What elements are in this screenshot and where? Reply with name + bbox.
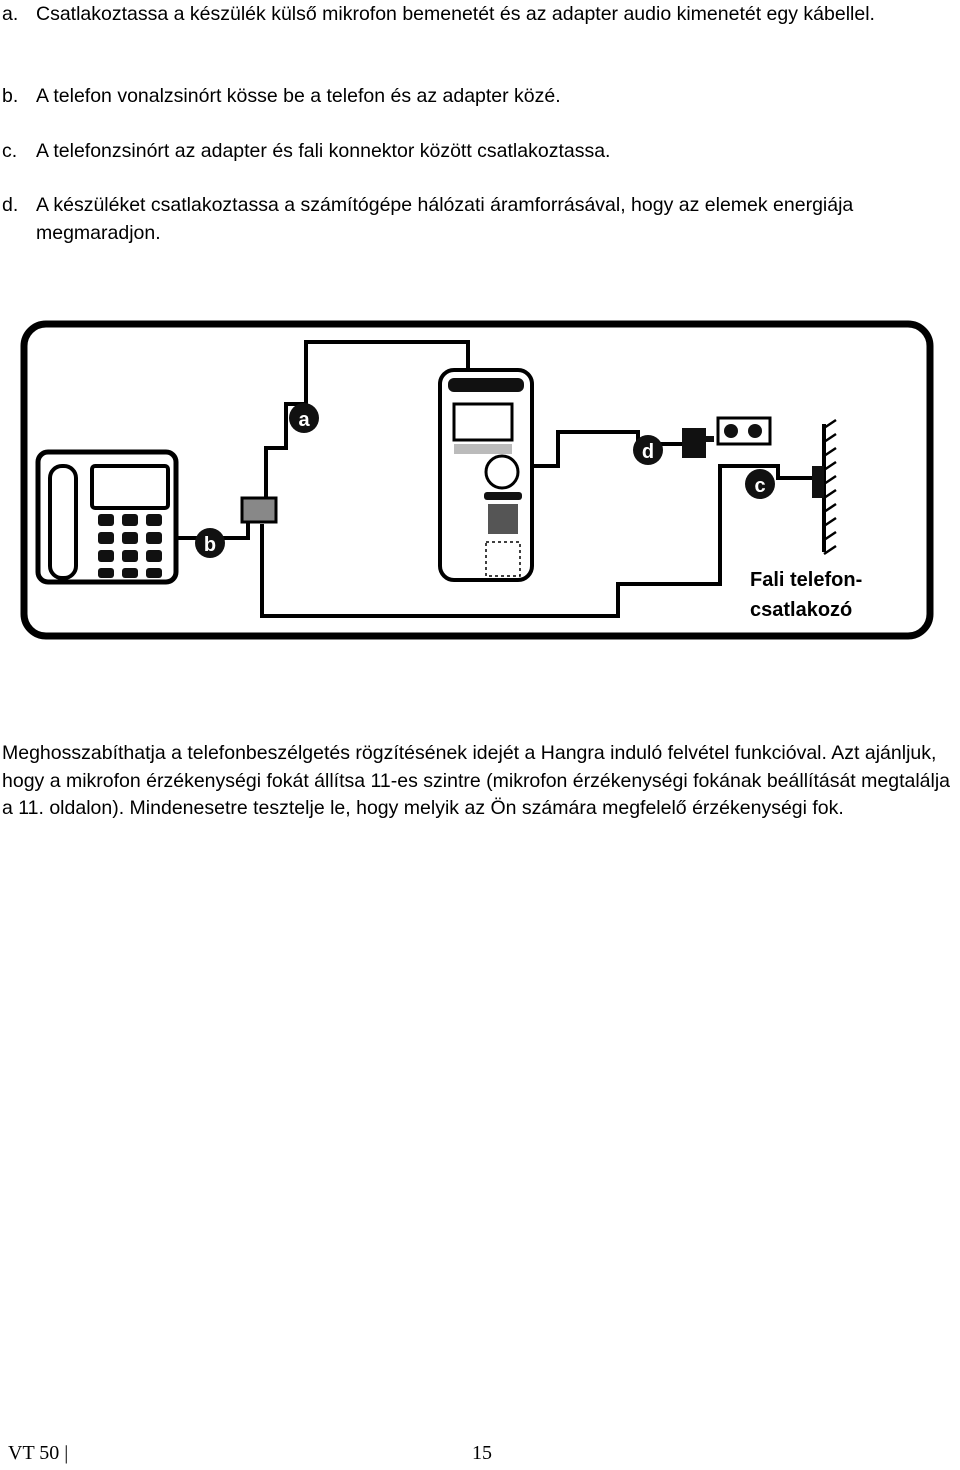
marker-b: b bbox=[195, 528, 225, 558]
marker-c: c bbox=[745, 469, 775, 499]
instruction-step-a: a. Csatlakoztassa a készülék külső mikro… bbox=[0, 0, 940, 28]
wall-jack-icon bbox=[812, 418, 837, 556]
svg-text:b: b bbox=[204, 534, 216, 556]
wall-socket-label-line2: csatlakozó bbox=[750, 599, 852, 621]
body-paragraph: Meghosszabíthatja a telefonbeszélgetés r… bbox=[2, 742, 951, 819]
svg-text:c: c bbox=[754, 475, 765, 497]
step-letter: d. bbox=[2, 194, 19, 216]
marker-d: d bbox=[633, 435, 663, 465]
wall-socket-label-line1: Fali telefon- bbox=[750, 569, 862, 591]
step-letter: b. bbox=[2, 85, 19, 107]
page-footer: VT 50 | 15 bbox=[0, 1440, 960, 1470]
footer-doc-name: VT 50 | bbox=[8, 1442, 69, 1464]
connection-diagram: a b c d Fali telefon- csatlakozó bbox=[20, 320, 934, 640]
step-text: A készüléket csatlakoztassa a számítógép… bbox=[36, 194, 854, 244]
svg-text:d: d bbox=[642, 441, 654, 463]
power-plug-icon bbox=[682, 428, 706, 458]
instruction-step-b: b. A telefon vonalzsinórt kösse be a tel… bbox=[0, 82, 940, 110]
step-text: A telefonzsinórt az adapter és fali konn… bbox=[36, 140, 611, 162]
adapter-icon bbox=[240, 496, 278, 524]
svg-text:a: a bbox=[298, 409, 310, 431]
diagram-frame bbox=[20, 320, 934, 640]
step-letter: a. bbox=[2, 3, 19, 25]
step-text: Csatlakoztassa a készülék külső mikrofon… bbox=[36, 3, 875, 25]
instruction-step-c: c. A telefonzsinórt az adapter és fali k… bbox=[0, 137, 940, 165]
step-letter: c. bbox=[2, 140, 18, 162]
telephone-icon bbox=[35, 449, 179, 585]
power-socket-icon bbox=[716, 416, 772, 446]
step-text: A telefon vonalzsinórt kösse be a telefo… bbox=[36, 85, 561, 107]
voice-recorder-icon bbox=[438, 368, 534, 582]
page-number: 15 bbox=[472, 1442, 492, 1464]
marker-a: a bbox=[289, 403, 319, 433]
instruction-step-d: d. A készüléket csatlakoztassa a számító… bbox=[0, 191, 940, 247]
